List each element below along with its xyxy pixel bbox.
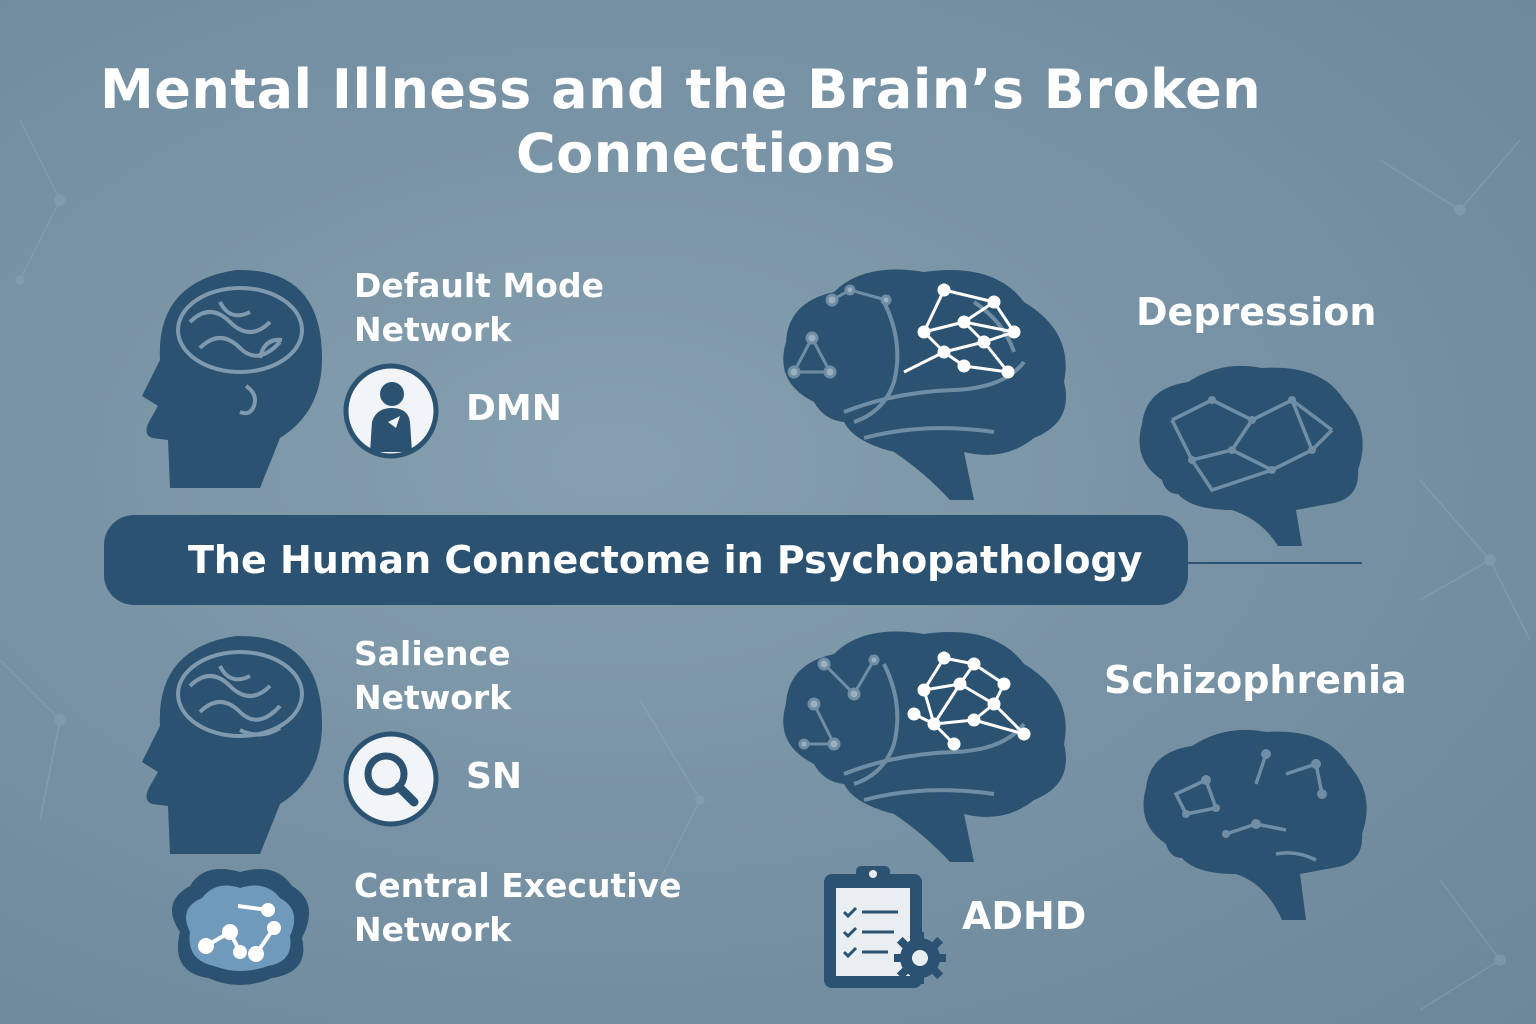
- label-line: Default Mode: [354, 266, 604, 305]
- depression-brain-icon: [1139, 365, 1363, 546]
- network-label-dmn: Default Mode Network: [354, 264, 604, 352]
- banner-text: The Human Connectome in Psychopathology: [188, 538, 1143, 582]
- page-title: Mental Illness and the Brain’s Broken Co…: [0, 58, 1340, 186]
- label-line: Network: [354, 678, 512, 717]
- person-thinking-icon: [343, 363, 439, 459]
- brain-network-icon: [783, 631, 1066, 862]
- banner-connector-line: [1188, 562, 1362, 564]
- disorder-label-schizophrenia: Schizophrenia: [1104, 658, 1407, 702]
- disorder-label-depression: Depression: [1136, 290, 1377, 334]
- abbr-dmn: DMN: [466, 388, 562, 429]
- subtitle-banner: The Human Connectome in Psychopathology: [104, 515, 1188, 605]
- label-line: Central Executive: [354, 866, 682, 905]
- label-line: Network: [354, 310, 512, 349]
- network-label-cen: Central Executive Network: [354, 864, 681, 952]
- title-line-2: Connections: [516, 122, 896, 185]
- connected-brain-icon: [172, 869, 310, 985]
- head-brain-icon: [142, 269, 322, 488]
- abbr-sn: SN: [466, 756, 523, 797]
- brain-network-icon: [783, 269, 1066, 500]
- disorder-label-adhd: ADHD: [962, 894, 1087, 938]
- label-line: Network: [354, 910, 512, 949]
- magnifier-icon: [343, 731, 439, 827]
- label-line: Salience: [354, 634, 511, 673]
- head-brain-icon: [142, 635, 322, 854]
- schizophrenia-brain-icon: [1143, 729, 1367, 920]
- title-line-1: Mental Illness and the Brain’s Broken: [100, 58, 1262, 121]
- network-label-sn: Salience Network: [354, 632, 511, 720]
- clipboard-gear-icon: [824, 866, 946, 988]
